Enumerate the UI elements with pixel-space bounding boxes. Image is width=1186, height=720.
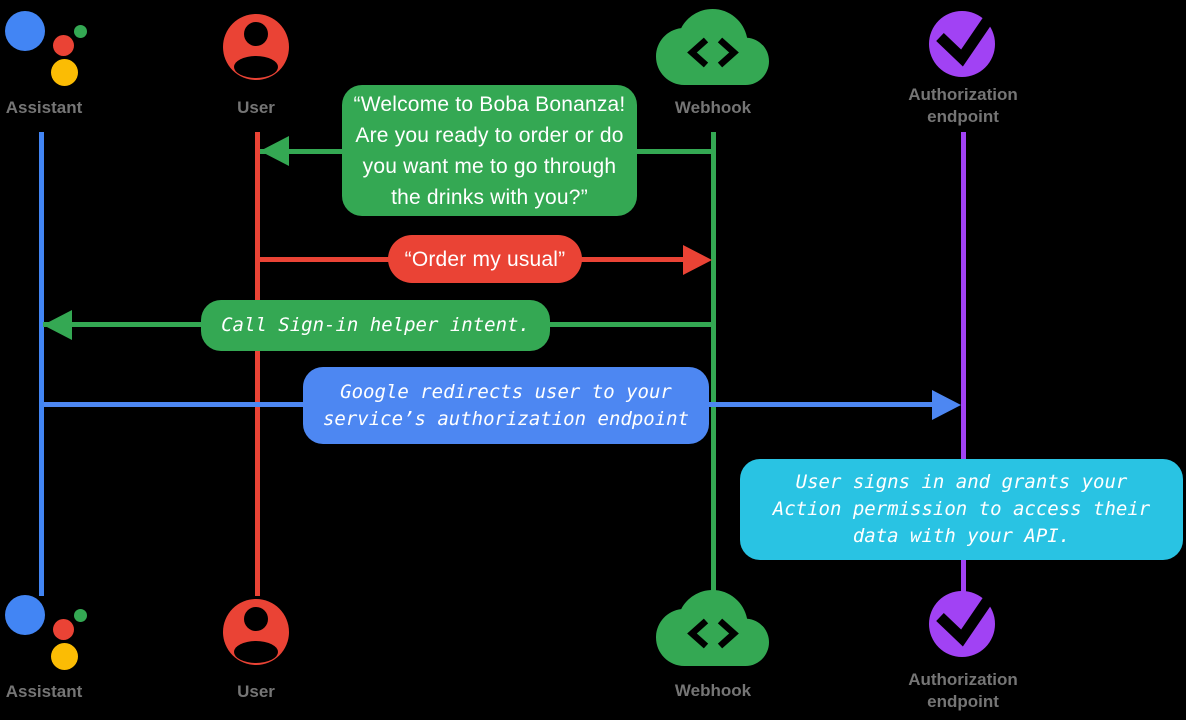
checkmark-glyph [936, 13, 995, 67]
actor-label-user-bottom: User [237, 682, 275, 701]
assistant-logo-red-dot [53, 619, 74, 640]
assistant-logo-yellow-dot [51, 59, 78, 86]
message-signin-helper: Call Sign-in helper intent. [201, 300, 550, 351]
actor-label-webhook-top: Webhook [674, 98, 752, 117]
webhook-cloud-icon [656, 590, 769, 666]
lifeline-webhook [711, 132, 716, 596]
assistant-logo-green-dot [74, 609, 87, 622]
checkmark-glyph [936, 593, 995, 647]
webhook-cloud-icon [656, 9, 769, 85]
arrow-order-head-icon [683, 245, 712, 275]
actor-label-assistant-top: Assistant [5, 98, 83, 117]
actor-label-user-top: User [237, 98, 275, 117]
assistant-logo-green-dot [74, 25, 87, 38]
message-welcome: “Welcome to Boba Bonanza! Are you ready … [342, 85, 637, 216]
arrow-redirect-head-icon [932, 390, 961, 420]
code-brackets-icon [687, 618, 739, 649]
assistant-logo-yellow-dot [51, 643, 78, 670]
lifeline-assistant [39, 132, 44, 596]
message-grant-note: User signs in and grants your Action per… [740, 459, 1183, 560]
assistant-logo-red-dot [53, 35, 74, 56]
actor-label-auth-top: Authorization endpoint [908, 85, 1018, 126]
assistant-logo-icon [0, 592, 90, 672]
actor-label-webhook-bottom: Webhook [674, 681, 752, 700]
actor-label-assistant-bottom: Assistant [5, 682, 83, 701]
lifeline-auth-endpoint [961, 132, 966, 596]
arrow-signin-head-icon [43, 310, 72, 340]
user-icon [223, 14, 289, 80]
assistant-logo-blue-dot [5, 11, 45, 51]
lifeline-user [255, 132, 260, 596]
arrow-welcome-head-icon [260, 136, 289, 166]
actor-label-auth-bottom: Authorization endpoint [908, 670, 1018, 711]
assistant-logo-icon [0, 8, 90, 88]
message-order: “Order my usual” [388, 235, 582, 283]
message-redirect: Google redirects user to your service’s … [303, 367, 709, 444]
code-brackets-icon [687, 37, 739, 68]
user-icon [223, 599, 289, 665]
auth-check-icon [929, 591, 995, 657]
auth-check-icon [929, 11, 995, 77]
assistant-logo-blue-dot [5, 595, 45, 635]
